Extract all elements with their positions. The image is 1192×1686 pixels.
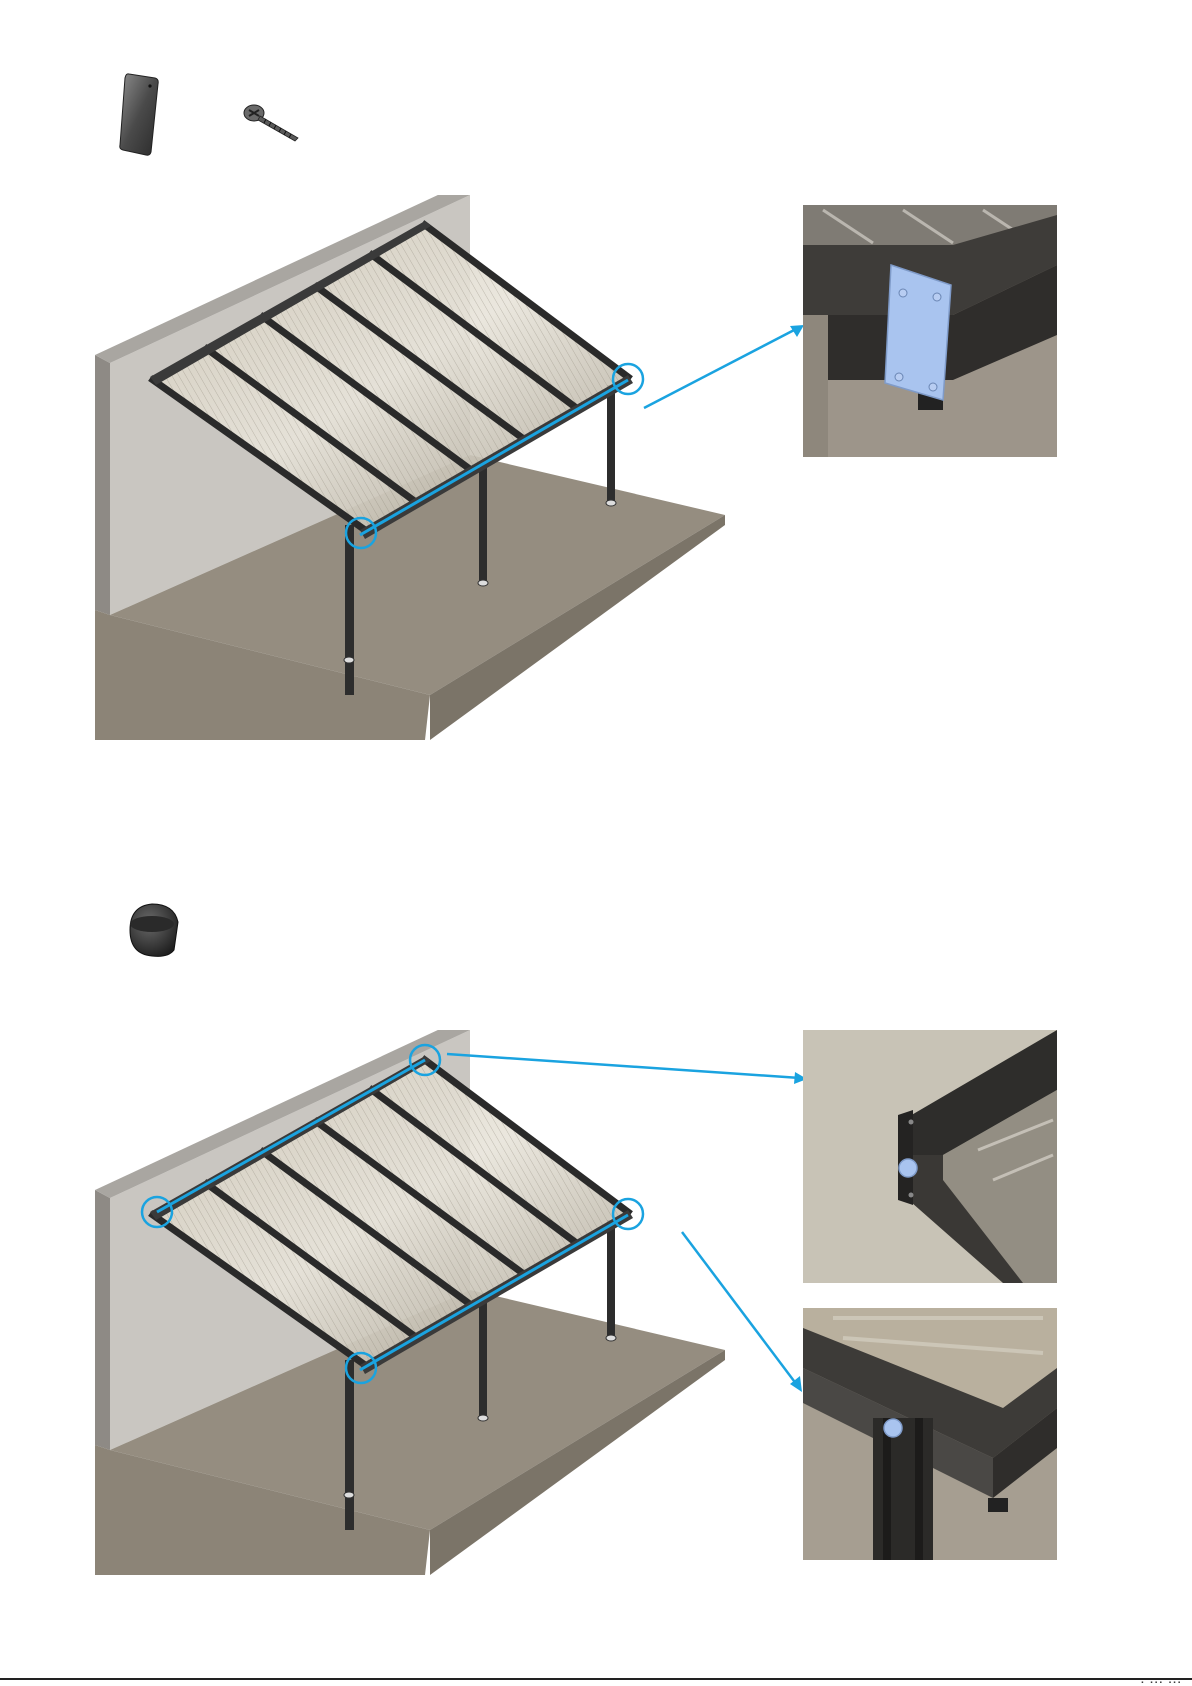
- cover-plate-highlight: [885, 265, 951, 400]
- cover-plate-icon: [115, 70, 165, 160]
- leader-arrow: [640, 320, 810, 420]
- post-front: [345, 1360, 354, 1530]
- step-2: [0, 880, 1192, 1670]
- screw-icon: [240, 100, 310, 150]
- end-cap-highlight: [884, 1419, 902, 1437]
- post-cap-detail: [803, 1308, 1057, 1560]
- footer-rule: [0, 1678, 1192, 1680]
- post-right: [607, 385, 615, 505]
- leader-arrow-bottom: [680, 1230, 810, 1400]
- wall-bracket-cap-detail: [803, 1030, 1057, 1283]
- post-front: [345, 525, 354, 695]
- corner-cover-plate-detail: [803, 205, 1057, 457]
- post-right: [607, 1220, 615, 1340]
- post-section: [873, 1418, 933, 1560]
- wall-edge: [95, 355, 110, 615]
- step-1: [0, 0, 1192, 760]
- pergola-assembly-scene: [95, 195, 795, 740]
- post-middle: [479, 465, 487, 585]
- end-cap-icon: [120, 892, 190, 962]
- parts-row: [100, 60, 320, 170]
- parts-row: [120, 892, 200, 972]
- post-middle: [479, 1300, 487, 1420]
- leader-arrow-top: [445, 1050, 815, 1090]
- end-cap-highlight: [899, 1159, 917, 1177]
